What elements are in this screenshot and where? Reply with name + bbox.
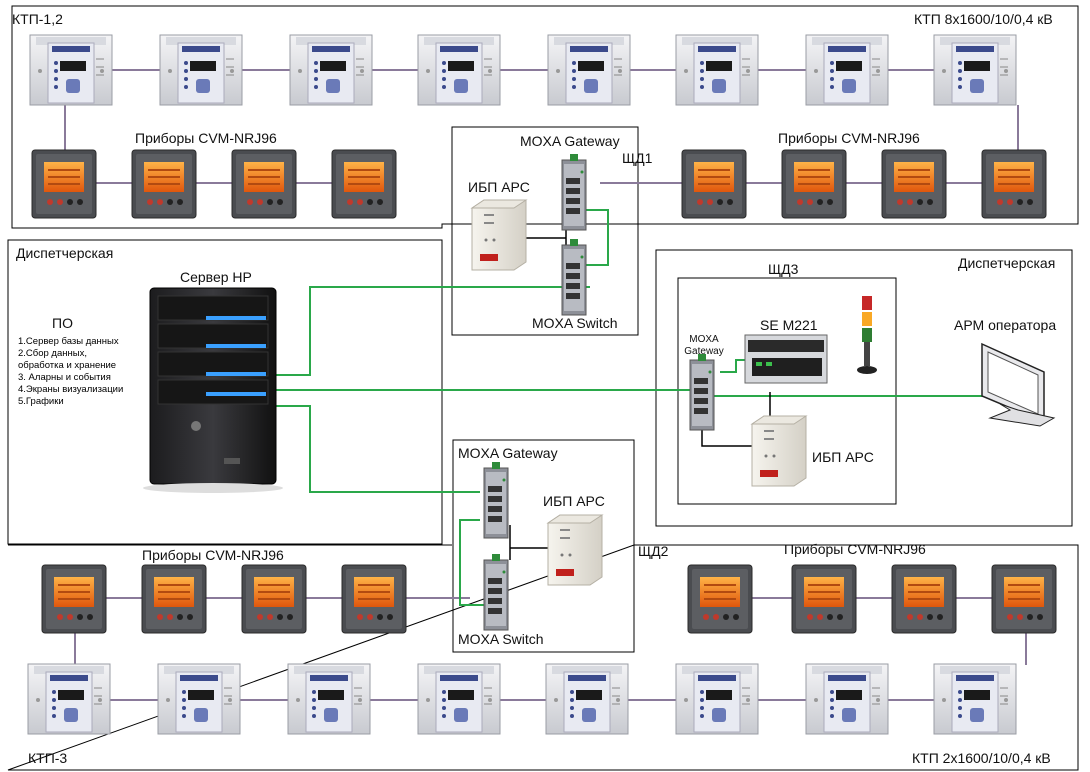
server-label: Сервер HP [180,269,252,285]
plc-se-m221 [744,334,828,384]
dispatch-right-frame [655,249,1073,527]
meter-ktp3-left-4 [341,564,407,634]
relay-ktp12-4 [417,34,501,106]
ktp3-label: КТП-3 [28,750,68,766]
po-item: 2.Сбор данных, [18,348,87,359]
shd2-frame [452,439,635,653]
relay-ktp12-8 [933,34,1017,106]
shd1-switch-label: MOXA Switch [532,315,618,331]
meter-ktp3-right-4 [991,564,1057,634]
ktp3-spec: КТП 2х1600/10/0,4 кВ [912,750,1051,766]
relay-ktp12-6 [675,34,759,106]
relay-ktp3-8 [933,663,1017,735]
ups-shd2 [547,514,603,586]
meter-ktp3-left-1 [41,564,107,634]
meter-ktp12-left-3 [231,149,297,219]
ktp12-meters-label-right: Приборы CVM-NRJ96 [778,130,920,146]
ktp12-spec: КТП 8х1600/10/0,4 кВ [914,11,1053,27]
meter-ktp3-right-3 [891,564,957,634]
shd2-label: ЩД2 [638,543,669,559]
shd3-gateway-label: MOXA Gateway [684,334,724,357]
po-title: ПО [52,315,73,331]
moxa-switch-shd2 [483,553,509,631]
relay-ktp12-3 [289,34,373,106]
relay-ktp3-4 [417,663,501,735]
ktp12-frame [11,5,1079,229]
meter-ktp12-right-2 [781,149,847,219]
po-item: 1.Сервер базы данных [18,336,119,347]
relay-ktp12-1 [29,34,113,106]
moxa-gateway-shd2 [483,461,509,539]
po-list: 1.Сервер базы данных 2.Сбор данных, обра… [18,336,123,408]
relay-ktp3-3 [287,663,371,735]
meter-ktp3-left-2 [141,564,207,634]
shd2-ups-label: ИБП АРС [543,493,605,509]
dispatch-left-frame [7,239,443,545]
relay-ktp3-7 [805,663,889,735]
po-item: 4.Экраны визуализации [18,384,124,395]
shd3-label: ЩД3 [768,261,799,277]
meter-ktp12-right-1 [681,149,747,219]
shd1-gateway-label: MOXA Gateway [520,133,620,149]
meter-ktp12-right-3 [881,149,947,219]
shd2-gateway-label: MOXA Gateway [458,445,558,461]
shd2-switch-label: MOXA Switch [458,631,544,647]
ktp12-meters-label-left: Приборы CVM-NRJ96 [135,130,277,146]
ethernet-lines [276,209,990,606]
meter-ktp12-right-4 [981,149,1047,219]
plc-label: SE M221 [760,317,818,333]
moxa-gateway-shd3 [689,353,715,431]
meter-ktp3-right-2 [791,564,857,634]
shd1-label: ЩД1 [622,150,653,166]
meter-ktp12-left-4 [331,149,397,219]
shd3-ups-label: ИБП АРС [812,449,874,465]
relay-ktp12-5 [547,34,631,106]
meter-ktp12-left-2 [131,149,197,219]
moxa-gateway-shd1 [561,153,587,231]
ktp3-meters-label-right: Приборы CVM-NRJ96 [784,541,926,557]
shd1-frame [451,126,639,336]
relay-ktp3-6 [675,663,759,735]
dispatch-left-label: Диспетчерская [16,245,114,261]
dispatch-right-label: Диспетчерская [958,255,1056,271]
meter-ktp3-right-1 [687,564,753,634]
operator-workstation [981,342,1056,427]
relay-ktp3-1 [27,663,111,735]
relay-ktp3-5 [545,663,629,735]
signal-tower [857,296,877,374]
meter-ktp3-left-3 [241,564,307,634]
moxa-switch-shd1 [561,238,587,316]
relay-ktp12-7 [805,34,889,106]
relay-ktp12-2 [159,34,243,106]
shd1-ups-label: ИБП АРС [468,179,530,195]
po-item: обработка и хранение [18,360,117,371]
meter-ktp12-left-1 [31,149,97,219]
workstation-label: АРМ оператора [954,317,1057,333]
relay-ktp3-2 [157,663,241,735]
ktp12-label: КТП-1,2 [12,11,63,27]
server-hp [143,287,283,493]
ups-shd1 [471,199,527,271]
ktp3-meters-label-left: Приборы CVM-NRJ96 [142,547,284,563]
po-item: 5.Графики [18,396,64,407]
po-item: 3. Аларны и события [18,372,111,383]
ups-shd3 [751,415,807,487]
